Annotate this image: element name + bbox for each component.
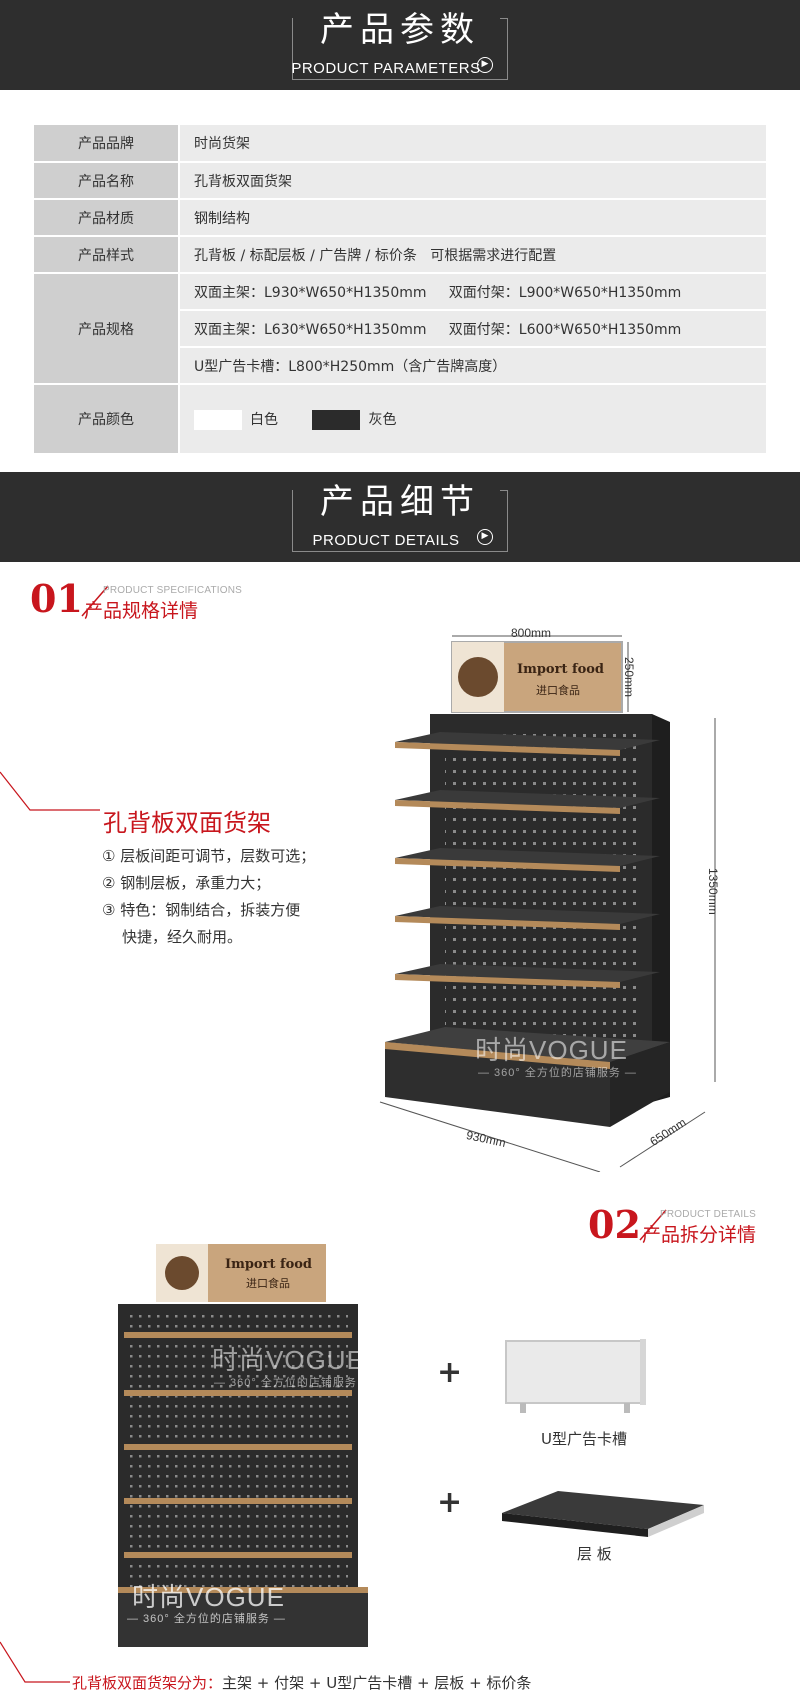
param-label: 产品名称	[34, 162, 180, 200]
plus-icon: +	[437, 1485, 463, 1520]
table-row: 双面主架：L630*W650*H1350mm 双面付架：L600*W650*H1…	[34, 310, 766, 348]
caption-text: 主架 + 付架 + U型广告卡槽 + 层板 + 标价条	[222, 1674, 532, 1692]
banner-subtitle: PRODUCT PARAMETERS	[291, 60, 481, 77]
sign-text-cn: 进口食品	[246, 1277, 290, 1290]
table-row: 产品样式 孔背板 / 标配层板 / 广告牌 / 标价条 可根据需求进行配置	[34, 236, 766, 274]
param-value: 双面主架：L630*W650*H1350mm 双面付架：L600*W650*H1…	[179, 310, 766, 348]
param-label: 产品品牌	[34, 125, 180, 163]
color-gray-label: 灰色	[368, 411, 397, 428]
param-value: 双面主架：L930*W650*H1350mm 双面付架：L900*W650*H1…	[179, 273, 766, 311]
shelf-illustration	[379, 635, 716, 1172]
list-item: 快捷，经久耐用。	[122, 928, 243, 946]
shelf-illustration-front	[118, 1244, 368, 1647]
list-item: ① 层板间距可调节，层数可选；	[102, 847, 316, 865]
params-banner: 产品参数 PRODUCT PARAMETERS ▶	[0, 0, 800, 90]
ad-slot-image	[505, 1339, 646, 1413]
section-title-cn: 产品规格详情	[84, 600, 199, 622]
white-swatch	[194, 409, 242, 430]
table-row: 产品材质 钢制结构	[34, 199, 766, 237]
section-subtitle-en: PRODUCT DETAILS	[660, 1209, 756, 1220]
section-number: 01	[30, 576, 83, 621]
color-white-label: 白色	[250, 411, 278, 428]
param-label: 产品颜色	[34, 384, 180, 455]
section-title-cn: 产品拆分详情	[642, 1224, 757, 1246]
watermark-sub: — 360° 全方位的店铺服务 —	[478, 1067, 637, 1079]
slash-decoration	[639, 1209, 667, 1241]
details-banner: 产品细节 PRODUCT DETAILS ▶	[0, 472, 800, 562]
gray-swatch	[312, 409, 361, 430]
section-number: 02	[588, 1202, 641, 1247]
chevron-right-icon: ▶	[477, 529, 493, 545]
banner-subtitle: PRODUCT DETAILS	[312, 532, 460, 549]
section-subtitle-en: PRODUCT SPECIFICATIONS	[103, 585, 243, 596]
table-row: 产品颜色 白色 灰色	[34, 384, 766, 455]
banner-title: 产品参数	[320, 10, 480, 50]
part-label-slot: U型广告卡槽	[541, 1430, 627, 1448]
part-label-shelf: 层 板	[577, 1545, 612, 1563]
watermark: 时尚VOGUE	[132, 1582, 285, 1612]
connector-line	[0, 771, 100, 811]
params-table: 产品品牌 时尚货架 产品名称 孔背板双面货架 产品材质 钢制结构 产品样式 孔背…	[34, 125, 766, 455]
param-label: 产品样式	[34, 236, 180, 274]
param-label: 产品规格	[34, 273, 180, 385]
table-row: 产品规格 双面主架：L930*W650*H1350mm 双面付架：L900*W6…	[34, 273, 766, 385]
dim-height: 1350mm	[706, 868, 720, 915]
feature-title: 孔背板双面货架	[103, 809, 271, 837]
plus-icon: +	[437, 1355, 463, 1390]
chevron-right-icon: ▶	[477, 57, 493, 73]
feature-list: ① 层板间距可调节，层数可选； ② 钢制层板，承重力大； ③ 特色：钢制结合，拆…	[102, 843, 315, 951]
shelf-board-image	[502, 1491, 704, 1537]
bottom-caption: 孔背板双面货架分为：主架 + 付架 + U型广告卡槽 + 层板 + 标价条	[72, 1672, 531, 1693]
watermark-sub: — 360° 全方位的店铺服务 —	[127, 1613, 286, 1625]
table-row: 产品名称 孔背板双面货架	[34, 162, 766, 200]
table-row: 产品品牌 时尚货架	[34, 125, 766, 163]
dim-sign-height: 250mm	[622, 657, 636, 698]
dim-width-top: 800mm	[511, 626, 552, 640]
banner-title: 产品细节	[320, 482, 480, 522]
param-value: U型广告卡槽：L800*H250mm（含广告牌高度）	[179, 347, 766, 385]
color-options: 白色 灰色	[179, 384, 766, 455]
slash-decoration	[81, 585, 109, 617]
sign-text: Import food	[517, 662, 605, 677]
watermark-sub: — 360° 全方位的店铺服务 —	[214, 1377, 373, 1389]
list-item: ② 钢制层板，承重力大；	[102, 874, 271, 892]
table-row: U型广告卡槽：L800*H250mm（含广告牌高度）	[34, 347, 766, 385]
param-value: 孔背板双面货架	[179, 162, 766, 200]
connector-line	[0, 1641, 70, 1683]
sign-text: Import food	[225, 1257, 313, 1272]
param-value: 孔背板 / 标配层板 / 广告牌 / 标价条 可根据需求进行配置	[179, 236, 766, 274]
list-item: ③ 特色：钢制结合，拆装方便	[102, 901, 301, 919]
param-value: 时尚货架	[179, 125, 766, 163]
param-value: 钢制结构	[179, 199, 766, 237]
sign-text-cn: 进口食品	[536, 684, 580, 697]
caption-highlight: 孔背板双面货架分为：	[72, 1674, 223, 1692]
watermark: 时尚VOGUE	[475, 1035, 628, 1065]
watermark: 时尚VOGUE	[212, 1345, 365, 1375]
param-label: 产品材质	[34, 199, 180, 237]
